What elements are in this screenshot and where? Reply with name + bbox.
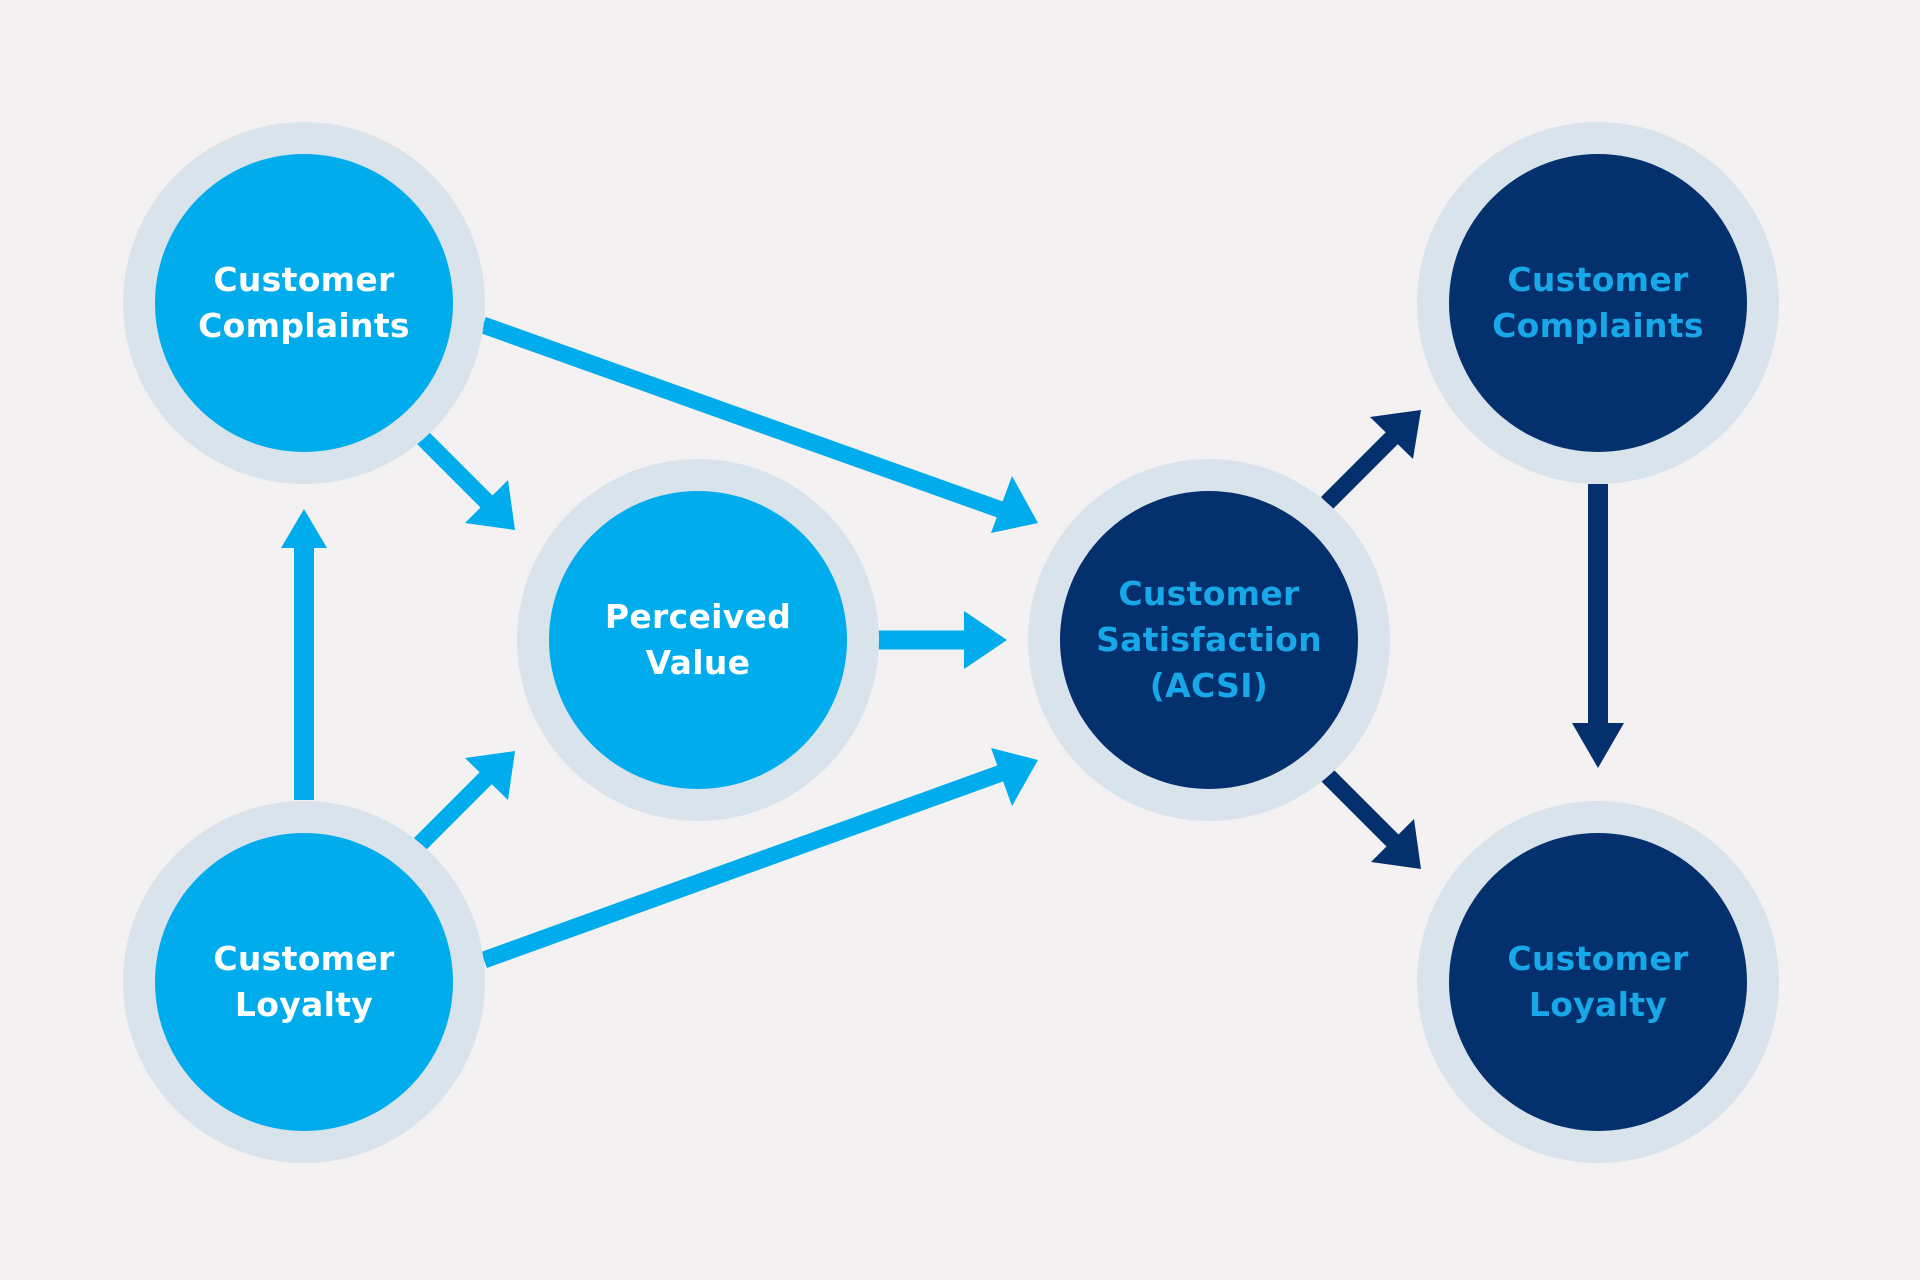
arrow-complaints-to-acsi [480, 316, 1038, 533]
arrow-perceived-value-to-acsi [878, 611, 1007, 669]
node-customer-loyalty-left-circle: Customer Loyalty [155, 833, 453, 1131]
arrow-acsi-to-right-loyalty [1320, 768, 1421, 869]
node-customer-complaints-left-circle: Customer Complaints [155, 154, 453, 452]
arrow-acsi-to-right-complaints [1320, 410, 1421, 510]
arrow-loyalty-to-perceived-value [413, 751, 515, 851]
arrow-loyalty-to-acsi [481, 748, 1038, 968]
node-customer-complaints-right-circle: Customer Complaints [1449, 154, 1747, 452]
node-customer-satisfaction-acsi: Customer Satisfaction (ACSI) [1028, 459, 1390, 821]
node-label-line: Customer [213, 260, 395, 299]
node-label-line: Complaints [1492, 306, 1704, 345]
node-perceived-value-circle: Perceived Value [549, 491, 847, 789]
node-label-line: Value [645, 643, 751, 682]
node-label-line: Customer [1118, 574, 1300, 613]
node-label-line: Satisfaction [1096, 620, 1322, 659]
arrow-loyalty-to-complaints [281, 509, 327, 800]
node-customer-complaints-right: Customer Complaints [1417, 122, 1779, 484]
node-label-line: Customer [213, 939, 395, 978]
node-customer-loyalty-right-circle: Customer Loyalty [1449, 833, 1747, 1131]
node-customer-complaints-left: Customer Complaints [123, 122, 485, 484]
node-label-line: Loyalty [1528, 985, 1668, 1024]
node-label-line: Complaints [198, 306, 410, 345]
node-customer-loyalty-left: Customer Loyalty [123, 801, 485, 1163]
node-label-line: Perceived [604, 597, 792, 636]
node-label-line: Customer [1507, 260, 1689, 299]
node-label-line: Customer [1507, 939, 1689, 978]
node-customer-loyalty-right: Customer Loyalty [1417, 801, 1779, 1163]
arrow-complaints-to-perceived-value [415, 430, 515, 530]
node-label-line: Loyalty [234, 985, 374, 1024]
node-perceived-value: Perceived Value [517, 459, 879, 821]
arrow-right-complaints-to-right-loyalty [1572, 484, 1624, 768]
node-label-line: (ACSI) [1149, 666, 1269, 705]
node-customer-satisfaction-acsi-circle: Customer Satisfaction (ACSI) [1060, 491, 1358, 789]
